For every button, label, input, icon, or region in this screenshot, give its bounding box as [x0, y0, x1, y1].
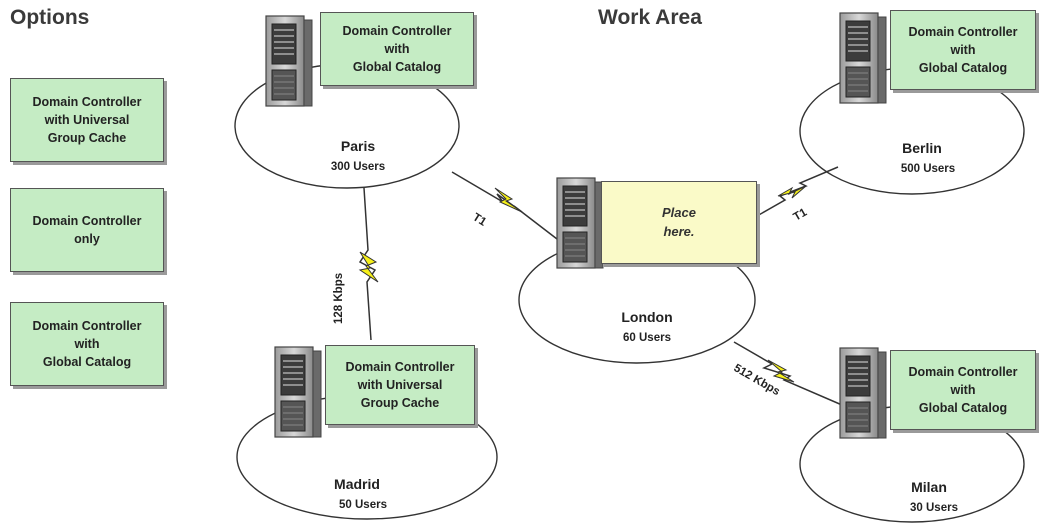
link-paris-madrid — [358, 187, 379, 341]
link-label-paris-madrid: 128 Kbps — [333, 273, 345, 324]
site-name-milan: Milan — [911, 479, 947, 495]
site-users-berlin: 500 Users — [901, 163, 955, 175]
site-name-berlin: Berlin — [902, 140, 942, 156]
site-users-paris: 300 Users — [331, 161, 385, 173]
paris-dc-box: Domain Controller with Global Catalog — [320, 12, 474, 86]
site-users-milan: 30 Users — [910, 502, 958, 514]
site-users-madrid: 50 Users — [339, 499, 387, 511]
server-icon — [274, 346, 322, 438]
site-name-london: London — [621, 309, 672, 325]
lightning-bolt-icon — [777, 185, 807, 199]
site-name-madrid: Madrid — [334, 476, 380, 492]
link-paris-london — [451, 171, 558, 240]
server-icon — [839, 347, 887, 439]
option-dc-global-catalog[interactable]: Domain Controller with Global Catalog — [10, 302, 164, 386]
lightning-bolt-icon — [494, 187, 523, 213]
berlin-dc-box: Domain Controller with Global Catalog — [890, 10, 1036, 90]
link-label-london-berlin: T1 — [792, 206, 810, 223]
link-label-london-milan: 512 Kbps — [732, 362, 782, 398]
options-heading: Options — [10, 6, 90, 29]
london-drop-target[interactable]: Place here. — [601, 181, 757, 264]
option-dc-universal-group-cache[interactable]: Domain Controller with Universal Group C… — [10, 78, 164, 162]
madrid-dc-box: Domain Controller with Universal Group C… — [325, 345, 475, 425]
option-dc-only[interactable]: Domain Controller only — [10, 188, 164, 272]
milan-dc-box: Domain Controller with Global Catalog — [890, 350, 1036, 430]
lightning-bolt-icon — [767, 359, 795, 383]
link-london-berlin — [756, 166, 839, 217]
server-icon — [556, 177, 604, 269]
link-london-milan — [733, 341, 843, 406]
lightning-bolt-icon — [358, 251, 379, 283]
link-label-paris-london: T1 — [470, 211, 488, 229]
server-icon — [839, 12, 887, 104]
work-area-heading: Work Area — [598, 6, 702, 29]
server-icon — [265, 15, 313, 107]
site-users-london: 60 Users — [623, 332, 671, 344]
site-name-paris: Paris — [341, 138, 375, 154]
